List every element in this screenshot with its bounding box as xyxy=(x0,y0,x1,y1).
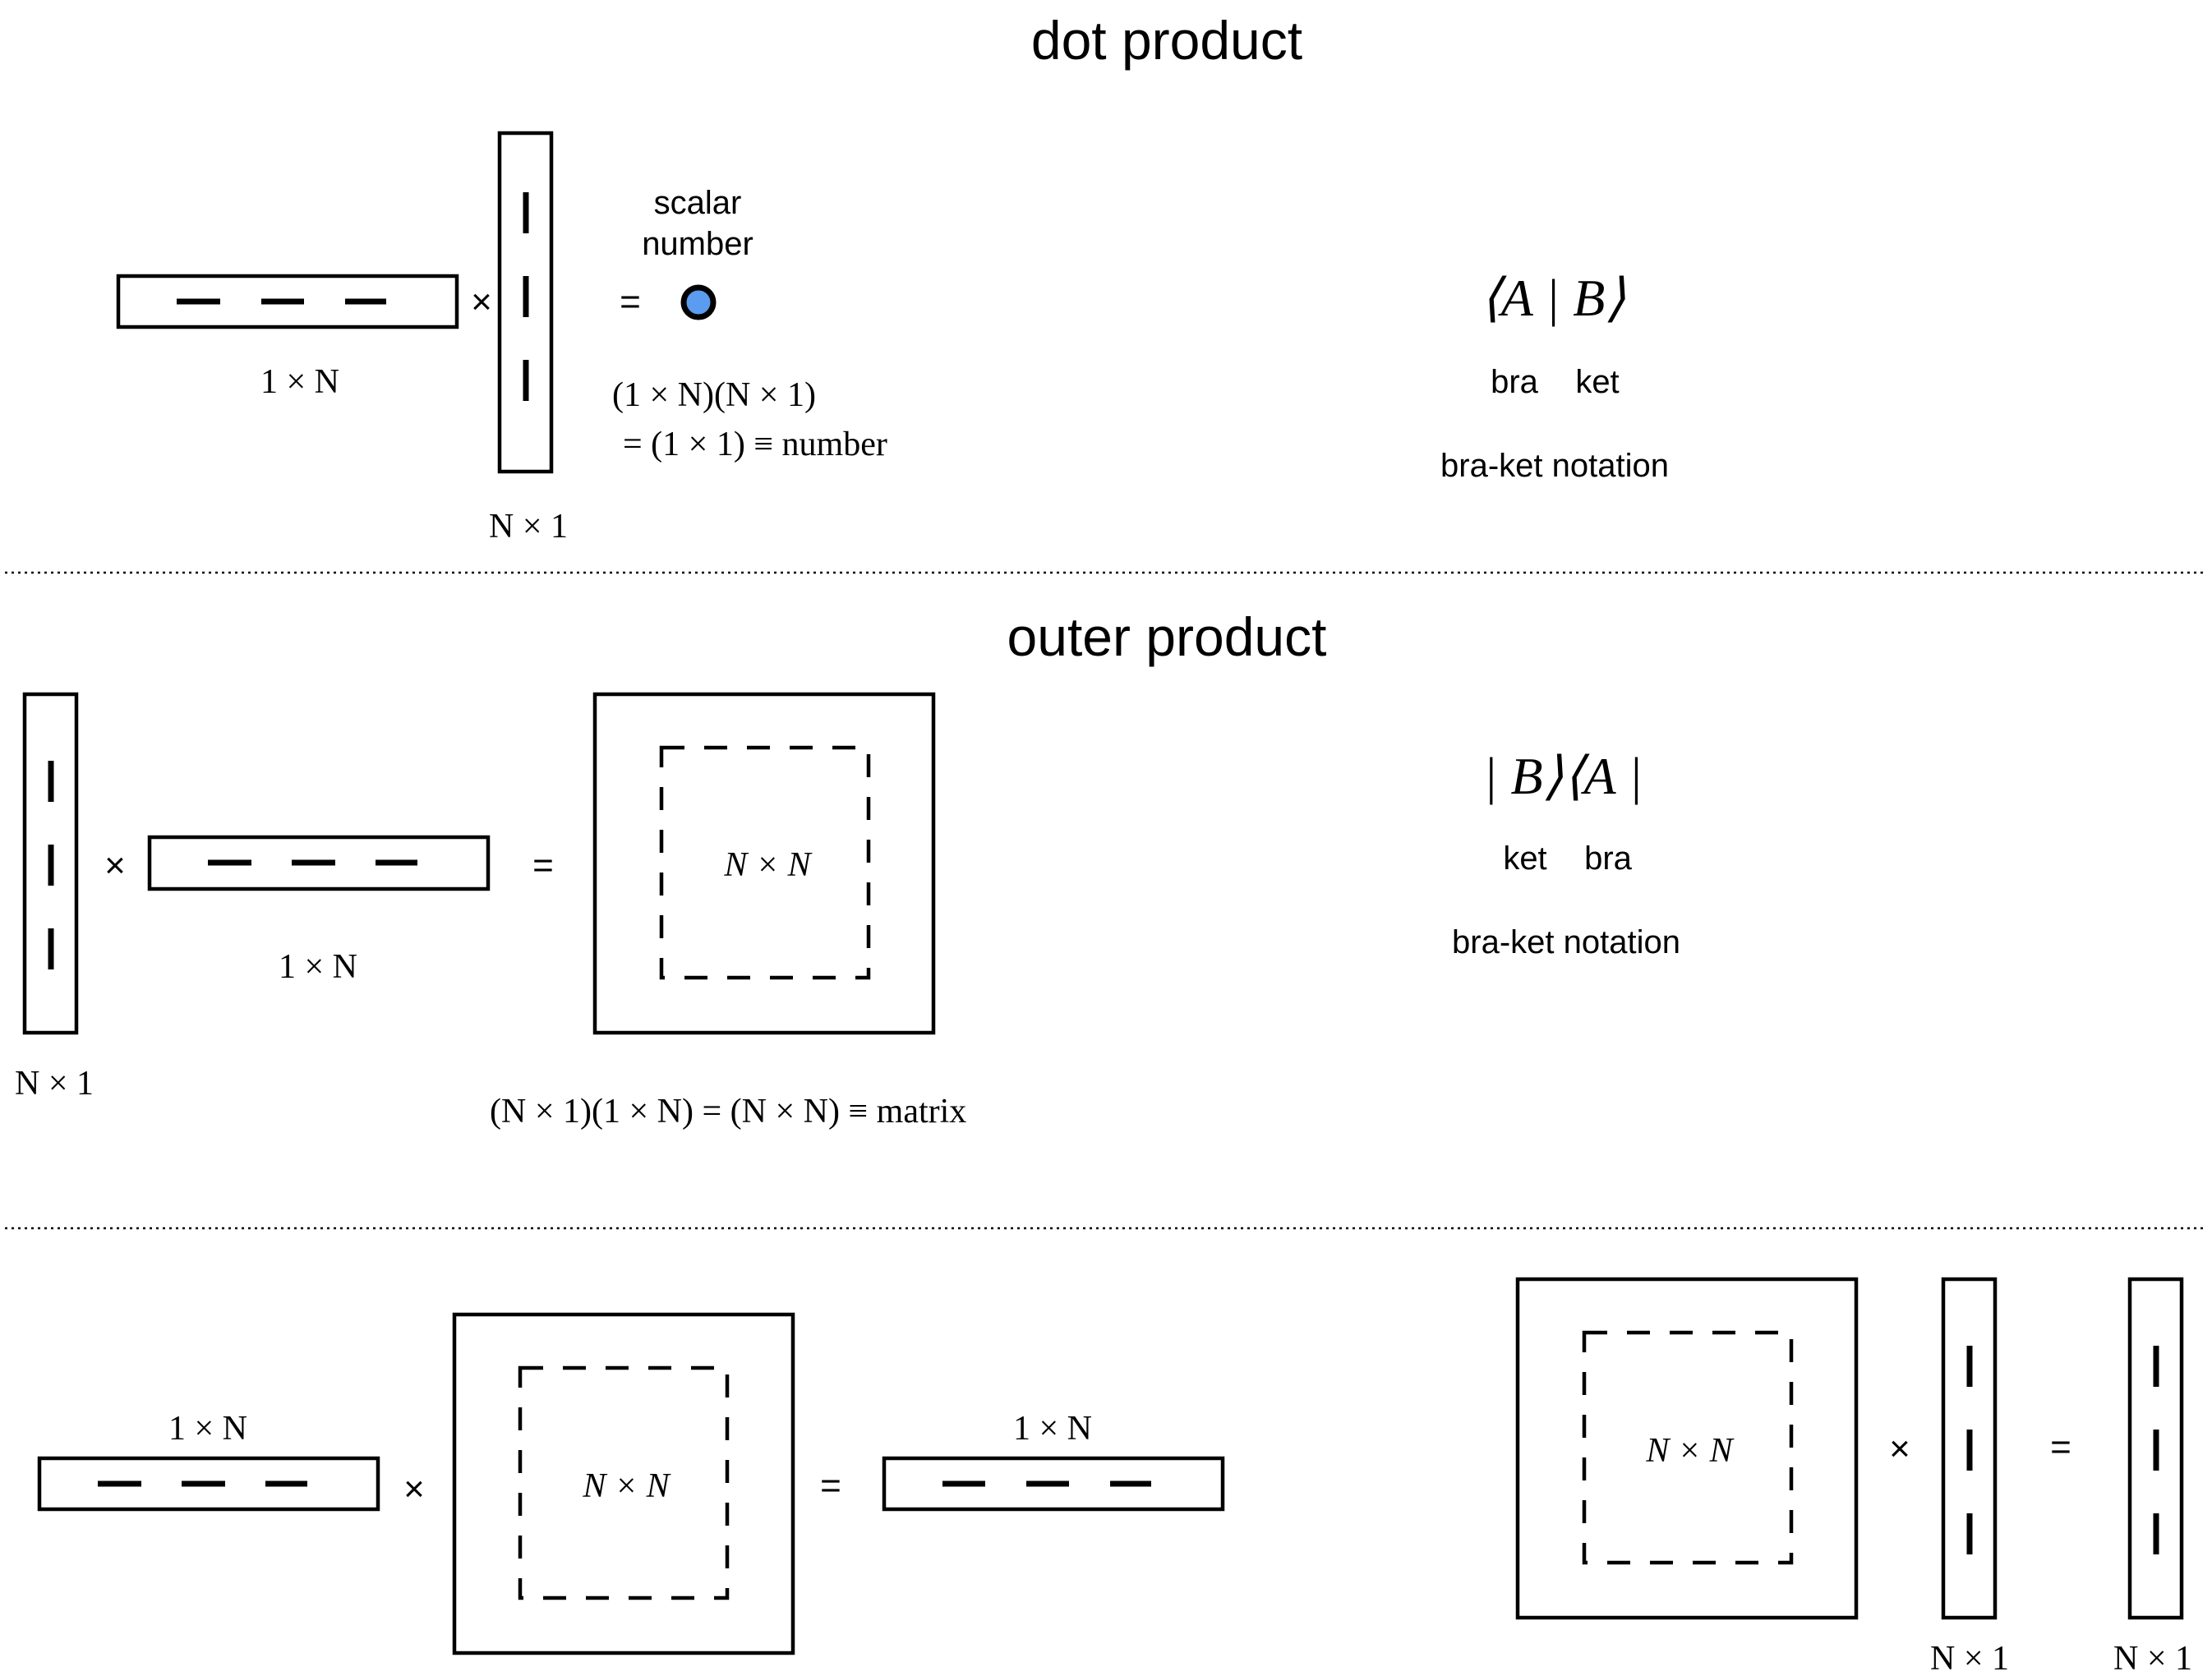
vm-matrix xyxy=(452,1312,795,1655)
mv-col-dim-label: N × 1 xyxy=(1930,1640,2009,1676)
mv-equals-sign: = xyxy=(2050,1427,2071,1467)
scalar-point xyxy=(680,284,717,320)
scalar-label-line1: scalar xyxy=(654,185,742,221)
outer-equals-sign: = xyxy=(532,845,554,886)
dot-row-vector xyxy=(116,274,459,329)
dot-col-dim-label: N × 1 xyxy=(489,508,568,546)
vm-left-row-vector xyxy=(37,1456,380,1512)
outer-equation: (N × 1)(1 × N) = (N × N) ≡ matrix xyxy=(490,1093,966,1130)
outer-matrix-dim-label: N × N xyxy=(723,846,812,884)
vm-equals-sign: = xyxy=(820,1466,841,1506)
dot-notation-label: bra-ket notation xyxy=(1440,448,1669,484)
dot-column-vector xyxy=(497,131,554,474)
dot-equals-sign: = xyxy=(620,282,641,322)
outer-row-vector xyxy=(147,835,491,891)
dot-ket-label: ket xyxy=(1575,364,1619,400)
mv-matrix xyxy=(1515,1277,1859,1620)
outer-times-sign: × xyxy=(104,845,126,886)
dot-equation-line2: = (1 × 1) ≡ number xyxy=(623,426,887,463)
dot-product-title: dot product xyxy=(1031,10,1302,71)
mv-column-vector xyxy=(1941,1277,1998,1620)
dot-times-sign: × xyxy=(471,282,492,322)
mv-matrix-dim-label: N × N xyxy=(1645,1432,1734,1470)
dot-braket-expression: ⟨A | B⟩ xyxy=(1481,269,1626,327)
outer-product-title: outer product xyxy=(1007,606,1327,667)
outer-col-dim-label: N × 1 xyxy=(15,1065,94,1103)
scalar-label-line2: number xyxy=(642,226,753,262)
outer-ket-label: ket xyxy=(1503,840,1546,877)
vm-left-row-dim-label: 1 × N xyxy=(168,1410,247,1448)
vm-times-sign: × xyxy=(403,1469,425,1509)
vm-result-row-vector xyxy=(882,1456,1225,1512)
vm-matrix-dim-label: N × N xyxy=(582,1467,671,1505)
dot-row-dim-label: 1 × N xyxy=(260,363,339,401)
mv-result-column-vector xyxy=(2127,1277,2184,1620)
outer-result-matrix xyxy=(592,692,936,1035)
outer-braket-expression: | B⟩⟨A | xyxy=(1483,747,1643,805)
vm-result-row-dim-label: 1 × N xyxy=(1013,1410,1092,1448)
dot-equation-line1: (1 × N)(N × 1) xyxy=(612,376,816,414)
mv-result-col-dim-label: N × 1 xyxy=(2113,1640,2192,1676)
dot-bra-label: bra xyxy=(1491,364,1539,400)
outer-notation-label: bra-ket notation xyxy=(1452,924,1680,960)
mv-times-sign: × xyxy=(1889,1429,1910,1469)
outer-column-vector xyxy=(22,692,79,1035)
outer-row-dim-label: 1 × N xyxy=(279,948,357,986)
outer-bra-label: bra xyxy=(1584,840,1633,877)
